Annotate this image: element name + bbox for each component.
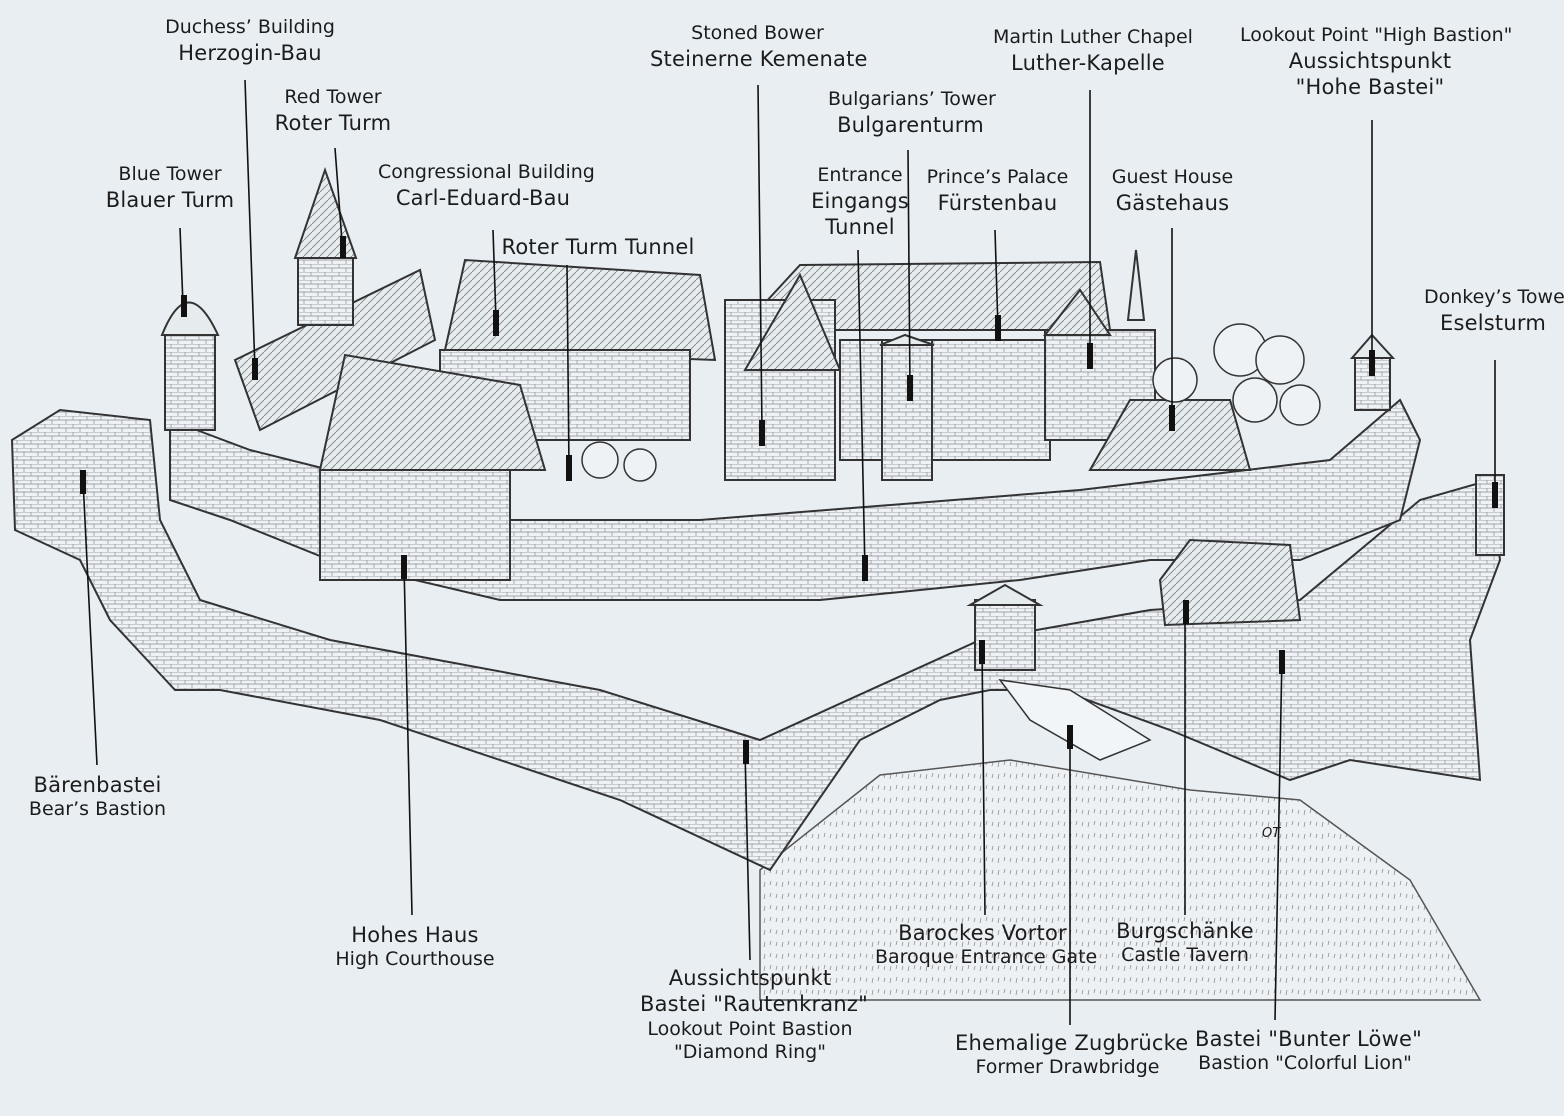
label-de: Hohes Haus xyxy=(351,923,479,947)
label-colorful-lion: Bastei "Bunter Löwe" Bastion "Colorful L… xyxy=(1195,1026,1422,1076)
label-roter-turm-tunnel: Roter Turm Tunnel xyxy=(498,234,698,260)
label-de: Bärenbastei xyxy=(33,773,162,797)
label-former-drawbridge: Ehemalige Zugbrücke Former Drawbridge xyxy=(955,1030,1189,1080)
label-de: Steinerne Kemenate xyxy=(650,46,868,71)
label-bulgarians-tower: Bulgarians’ Tower Bulgarenturm xyxy=(828,88,996,138)
label-en: Donkey’s Tower xyxy=(1424,286,1564,308)
label-en: Blue Tower xyxy=(118,163,222,185)
guest-house xyxy=(1088,399,1252,471)
label-stoned-bower: Stoned Bower Steinerne Kemenate xyxy=(650,22,868,72)
label-de: Eselsturm xyxy=(1440,310,1546,335)
outer-wall xyxy=(10,408,1502,872)
label-de: Bulgarenturm xyxy=(837,112,984,137)
label-congressional-building: Congressional Building Carl-Eduard-Bau xyxy=(378,161,595,211)
label-castle-tavern: Burgschänke Castle Tavern xyxy=(1110,918,1260,968)
blue-tower xyxy=(164,329,216,431)
label-de: Aussichtspunkt xyxy=(1288,48,1452,73)
label-de: Carl-Eduard-Bau xyxy=(395,185,571,210)
leader-lines xyxy=(82,79,1496,1025)
label-bears-bastion: Bärenbastei Bear’s Bastion xyxy=(25,772,170,822)
label-rautenkranz: Aussichtspunkt Bastei "Rautenkranz" Look… xyxy=(640,965,868,1065)
label-en: Baroque Entrance Gate xyxy=(875,946,1098,969)
drawbridge-path xyxy=(998,679,1152,761)
label-en: Bear’s Bastion xyxy=(28,798,167,821)
label-donkeys-tower: Donkey’s Tower Eselsturm xyxy=(1424,286,1564,336)
label-en: Entrance xyxy=(817,164,903,186)
label-en: Guest House xyxy=(1111,166,1234,188)
label-de: Aussichtspunkt xyxy=(668,966,832,990)
red-tower xyxy=(297,254,354,326)
label-de: Bastei "Bunter Löwe" xyxy=(1195,1027,1422,1051)
princes-palace xyxy=(839,339,1051,461)
location-pins xyxy=(80,236,1498,764)
label-guest-house: Guest House Gästehaus xyxy=(1110,166,1235,216)
label-en: Duchess’ Building xyxy=(165,16,335,38)
label-en: Red Tower xyxy=(284,86,382,108)
label-princes-palace: Prince’s Palace Fürstenbau xyxy=(925,166,1070,216)
label-hohes-haus: Hohes Haus High Courthouse xyxy=(335,922,495,972)
label-de: Herzogin-Bau xyxy=(178,40,322,65)
hohes-haus-facade xyxy=(319,469,511,581)
label-barockes-vortor: Barockes Vortor Baroque Entrance Gate xyxy=(875,920,1098,970)
label-en: Bulgarians’ Tower xyxy=(828,88,996,110)
label-blue-tower: Blue Tower Blauer Turm xyxy=(100,163,240,213)
label-en: Lookout Point "High Bastion" xyxy=(1240,24,1513,46)
label-de: Luther-Kapelle xyxy=(1011,50,1165,75)
label-en: Prince’s Palace xyxy=(926,166,1069,188)
label-de: Fürstenbau xyxy=(937,190,1058,215)
label-de: Gästehaus xyxy=(1115,190,1230,215)
label-de: Ehemalige Zugbrücke xyxy=(955,1031,1189,1055)
label-en: Stoned Bower xyxy=(691,22,824,44)
label-entrance-tunnel: Entrance Eingangs Tunnel xyxy=(805,164,915,240)
duchess-roof xyxy=(233,268,437,432)
label-en: Former Drawbridge xyxy=(975,1056,1160,1079)
label-red-tower: Red Tower Roter Turm xyxy=(263,86,403,136)
label-en: Bastion "Colorful Lion" xyxy=(1198,1052,1412,1075)
label-en: Congressional Building xyxy=(378,161,595,183)
label-de: Roter Turm Tunnel xyxy=(501,235,695,259)
meadow xyxy=(759,759,1482,1001)
label-de: "Hohe Bastei" xyxy=(1295,75,1445,99)
label-de: Barockes Vortor xyxy=(898,921,1067,945)
label-de: Tunnel xyxy=(825,215,895,239)
label-de: Roter Turm xyxy=(274,110,392,135)
label-de: Blauer Turm xyxy=(105,187,235,212)
label-en: "Diamond Ring" xyxy=(674,1041,826,1064)
label-de: Eingangs xyxy=(811,188,909,213)
label-de: Bastei "Rautenkranz" xyxy=(640,992,868,1017)
trees xyxy=(581,323,1321,482)
label-duchess-building: Duchess’ Building Herzogin-Bau xyxy=(165,16,335,66)
artist-signature: OT xyxy=(1262,826,1281,841)
label-en: High Courthouse xyxy=(335,948,495,971)
label-high-bastion: Lookout Point "High Bastion" Aussichtspu… xyxy=(1240,24,1513,100)
label-en: Martin Luther Chapel xyxy=(993,26,1193,48)
label-de: Burgschänke xyxy=(1116,919,1254,943)
bulgarian-tower xyxy=(881,339,933,481)
label-luther-chapel: Martin Luther Chapel Luther-Kapelle xyxy=(993,26,1193,76)
congressional-roof xyxy=(443,258,717,362)
castle-tavern xyxy=(1158,538,1302,627)
label-en: Castle Tavern xyxy=(1121,944,1249,967)
label-en: Lookout Point Bastion xyxy=(647,1017,853,1040)
